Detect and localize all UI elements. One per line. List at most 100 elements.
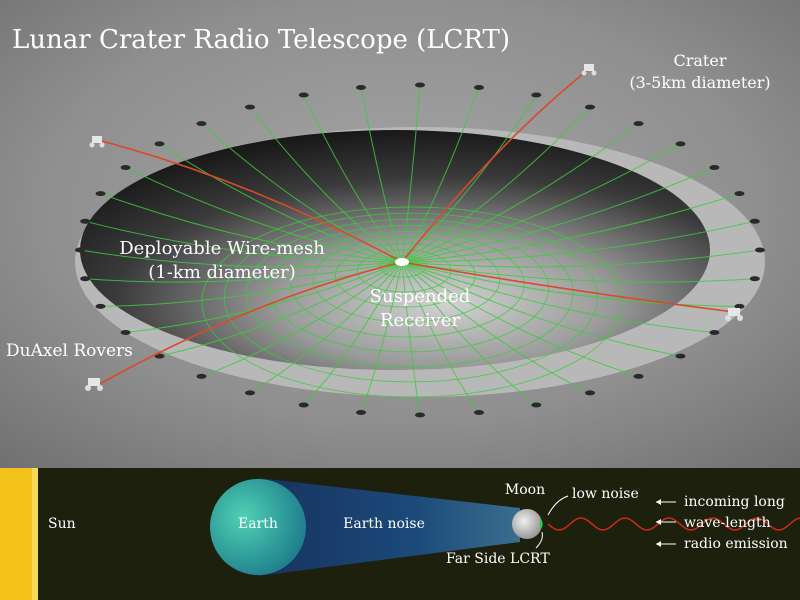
mesh-spoke (401, 261, 740, 307)
emission-label-line3: radio emission (684, 536, 788, 552)
rovers-label: DuAxel Rovers (6, 341, 133, 361)
figure-title: Lunar Crater Radio Telescope (LCRT) (12, 25, 510, 55)
anchor-point (675, 353, 686, 359)
low-noise-pointer (547, 495, 569, 516)
support-cable (97, 261, 403, 386)
anchor-point (734, 191, 745, 197)
crater-label-line2: (3-5km diameter) (629, 73, 770, 92)
anchor-point (245, 104, 255, 110)
suspended-receiver-marker (395, 258, 409, 266)
anchor-point (675, 141, 686, 147)
mesh-spoke (125, 167, 403, 263)
emission-label-line1: incoming long (684, 494, 785, 510)
earth-shape (210, 479, 306, 575)
mesh-spoke (401, 123, 639, 263)
mesh-spoke (401, 84, 421, 263)
anchor-point (154, 353, 165, 359)
anchor-point (80, 276, 91, 282)
anchor-point (531, 92, 542, 98)
mesh-spoke (401, 261, 715, 333)
radio-wave (547, 517, 800, 531)
far-side-label: Far Side LCRT (446, 551, 550, 567)
support-cables (97, 69, 735, 386)
crater-scene: Lunar Crater Radio Telescope (LCRT) Crat… (0, 0, 800, 470)
anchor-point (415, 412, 425, 418)
anchor-point (298, 92, 309, 98)
mesh-ring (290, 230, 525, 338)
mesh-spoke (249, 106, 403, 263)
mesh-spoke (401, 261, 421, 416)
mesh-spoke (303, 94, 403, 263)
mesh-ring (312, 237, 501, 323)
mesh-spoke (249, 261, 403, 394)
anchor-point (75, 247, 85, 253)
mesh-label-line2: (1-km diameter) (148, 262, 296, 283)
earth-noise-label: Earth noise (343, 516, 425, 532)
anchor-point (633, 121, 644, 127)
mesh-spoke (401, 261, 639, 377)
anchor-point (356, 410, 366, 415)
mesh-spoke (79, 249, 403, 268)
support-cable (401, 69, 589, 263)
support-cable (97, 139, 403, 263)
incoming-arrow (656, 541, 676, 547)
anchor-point (531, 402, 542, 408)
far-side-pointer (535, 531, 543, 549)
mesh-spoke (125, 261, 403, 333)
anchor-point (749, 276, 760, 282)
anchor-point (196, 373, 207, 379)
anchor-point (474, 410, 484, 415)
incoming-arrow (656, 519, 676, 525)
receiver-label-line1: Suspended (370, 286, 471, 307)
mesh-spoke (85, 261, 403, 283)
anchor-point (585, 390, 595, 396)
mesh-ring (201, 206, 623, 398)
anchor-point (154, 141, 165, 147)
mesh-spoke (401, 106, 591, 263)
mesh-ring (223, 212, 599, 383)
anchor-point (633, 373, 644, 379)
anchor-point (709, 165, 720, 170)
incoming-arrow (656, 499, 676, 505)
anchor-point (709, 330, 720, 335)
anchor-point (298, 402, 309, 408)
anchor-point (749, 218, 760, 224)
anchor-point (755, 247, 765, 253)
anchor-point (585, 104, 595, 110)
anchor-point (95, 191, 106, 197)
mesh-spoke (401, 143, 681, 263)
mesh-spoke (401, 193, 740, 263)
mesh-spoke (401, 220, 755, 263)
mesh-spoke (401, 87, 480, 263)
moon-label: Moon (505, 482, 545, 498)
mesh-spoke (401, 94, 537, 263)
rover-icon (725, 308, 743, 321)
emission-label-line2: wave-length (684, 515, 771, 531)
mesh-ring (268, 224, 550, 353)
mesh-spoke (159, 143, 403, 263)
rover-icon (85, 378, 103, 391)
mesh-spoke (401, 261, 480, 413)
mesh-spoke (401, 261, 591, 394)
sun-shape (0, 468, 36, 600)
anchor-point (734, 303, 745, 309)
mesh-label-line1: Deployable Wire-mesh (119, 238, 325, 259)
mesh-ring (246, 218, 574, 368)
anchor-point (80, 218, 91, 224)
moon-shape (512, 509, 542, 539)
rover-icon (89, 136, 105, 148)
sun-label: Sun (48, 516, 76, 532)
rover-icon (581, 64, 597, 76)
wire-mesh (79, 84, 761, 416)
receiver-label-line2: Receiver (380, 310, 461, 331)
mesh-spoke (401, 167, 715, 263)
mesh-spoke (360, 87, 403, 263)
anchor-point (245, 390, 255, 396)
anchor-point (415, 82, 425, 88)
anchor-point (120, 165, 131, 170)
anchor-point (120, 330, 131, 335)
anchor-point (474, 85, 484, 90)
anchor-point (95, 303, 106, 309)
mesh-spoke (159, 261, 403, 357)
